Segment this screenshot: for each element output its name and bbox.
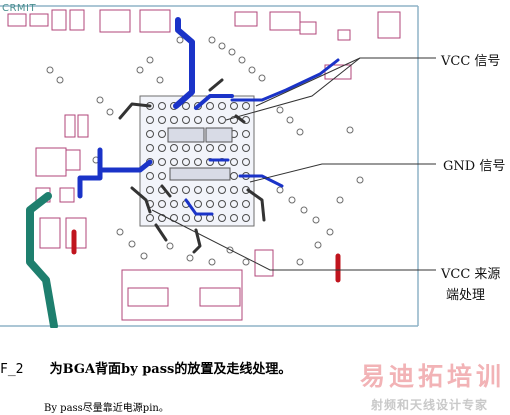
gnd-signal-label: GND 信号: [443, 159, 506, 174]
component-pads-top-left: [7, 9, 401, 321]
figure-caption: F_2 为BGA背面by pass的放置及走线处理。: [0, 358, 291, 377]
vcc-source-label-line1: VCC 来源: [441, 267, 501, 282]
vcc-callout-line-2: [255, 57, 361, 107]
vcc-source-label-line2: 端处理: [446, 288, 486, 303]
callout-lines: [151, 57, 436, 271]
vias-scatter: [46, 36, 364, 266]
bga-package: [139, 95, 255, 227]
corner-tag: CRMIT: [2, 3, 37, 14]
watermark-logo: 易迪拓培训: [360, 362, 506, 391]
gnd-traces: [118, 78, 266, 254]
figure-caption-text: 为BGA背面by pass的放置及走线处理。: [49, 362, 292, 377]
figure-number: F_2: [0, 362, 24, 377]
power-trace: [26, 192, 58, 328]
figure-caption-subtext: By pass尽量靠近电源pin。: [44, 403, 169, 414]
vcc-traces: [77, 17, 340, 216]
pcb-layout-figure: CRMIT VCC 信号 GND 信号 VCC 来源 端处理: [0, 3, 506, 328]
red-trace: [71, 229, 341, 283]
vcc-signal-label: VCC 信号: [441, 54, 501, 69]
vcc-source-callout-line: [151, 209, 436, 271]
gnd-callout-line: [249, 163, 436, 183]
vcc-callout-line: [225, 57, 436, 121]
watermark-tagline: 射频和天线设计专家: [371, 398, 489, 412]
pcb-layout-drawing: [0, 5, 436, 328]
